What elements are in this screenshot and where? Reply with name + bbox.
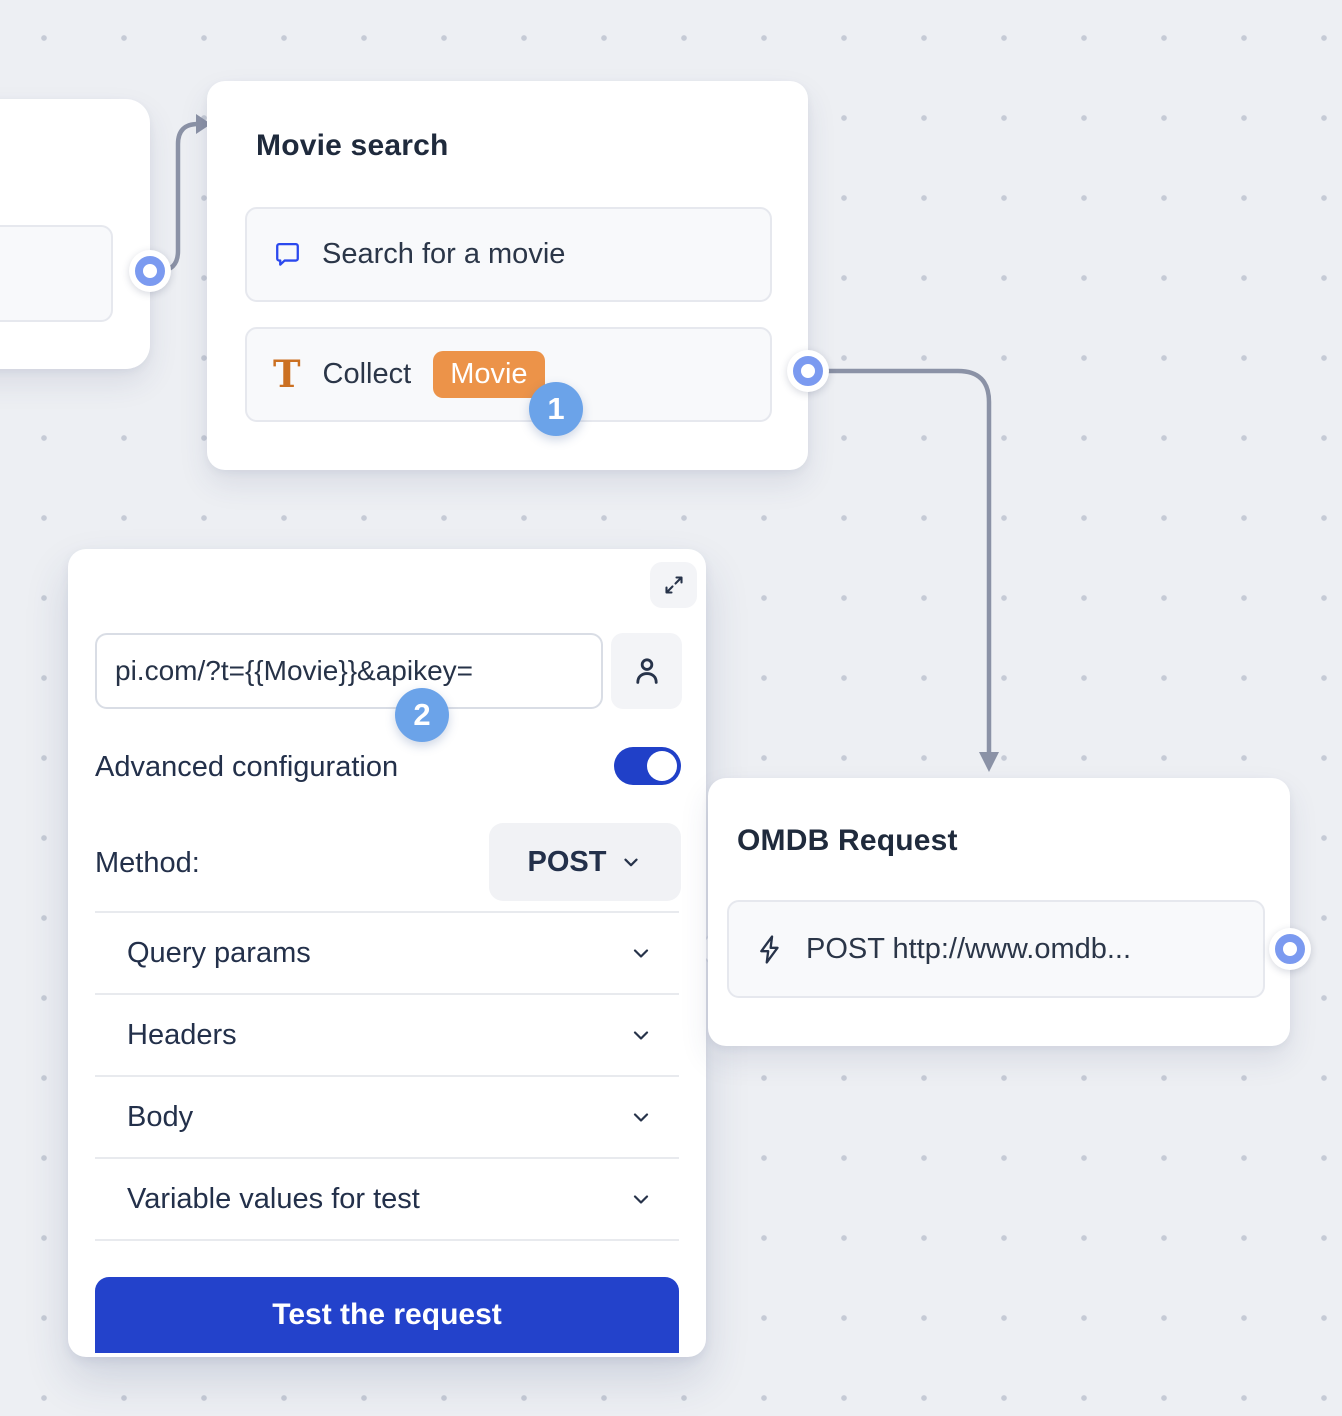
block-label: POST http://www.omdb... [806,932,1132,965]
section-headers[interactable]: Headers [95,995,679,1077]
node-title: Movie search [256,129,449,162]
chevron-down-icon [633,1113,649,1122]
output-port[interactable] [129,250,171,292]
output-port[interactable] [1269,928,1311,970]
arrowhead-down-icon [979,752,999,772]
section-body[interactable]: Body [95,1077,679,1159]
port-ring [135,256,165,286]
chevron-down-icon [633,949,649,958]
method-value: POST [527,845,607,878]
section-query-params[interactable]: Query params [95,913,679,995]
collect-input-block[interactable]: T Collect Movie [245,327,772,422]
method-label: Method: [95,847,200,879]
variables-button[interactable] [611,633,682,709]
variable-badge[interactable]: Movie [433,351,545,398]
webhook-config-panel: Advanced configuration Method: POST Quer… [68,549,706,1357]
method-select[interactable]: POST [489,823,681,901]
advanced-configuration-label: Advanced configuration [95,751,399,783]
partial-node-card[interactable] [0,99,150,369]
toggle-knob [647,751,677,781]
arrowhead-right-icon [196,114,211,134]
block-label: Search for a movie [322,238,566,270]
expand-button[interactable] [650,562,697,608]
connector-movie-search-to-omdb [808,368,992,752]
chat-bubble-icon [276,242,299,266]
webhook-block[interactable]: POST http://www.omdb... [727,900,1265,998]
movie-search-node[interactable]: Movie search Search for a movie T Collec… [207,81,808,470]
accordion-sections: Query params Headers Body Variable value… [95,911,679,1241]
url-input[interactable] [95,633,603,709]
node-title: OMDB Request [737,824,958,857]
advanced-configuration-toggle[interactable] [614,747,681,785]
port-ring [793,356,823,386]
send-message-block[interactable]: Search for a movie [245,207,772,302]
text-icon: T [273,352,301,396]
chevron-down-icon [624,858,639,867]
block-label: Collect [322,358,412,390]
chevron-down-icon [633,1031,649,1040]
expand-icon [664,576,683,594]
person-icon [635,658,658,684]
step-badge-2: 2 [395,688,449,742]
chevron-down-icon [633,1195,649,1204]
section-variable-values[interactable]: Variable values for test [95,1159,679,1241]
port-ring [1275,934,1305,964]
step-badge-1: 1 [529,382,583,436]
connector-left-to-movie-search [150,121,199,274]
test-request-button[interactable]: Test the request [95,1277,679,1353]
output-port[interactable] [787,350,829,392]
omdb-request-node[interactable]: OMDB Request POST http://www.omdb... [708,778,1290,1046]
partial-node-item[interactable] [0,225,113,322]
lightning-icon [760,934,779,964]
